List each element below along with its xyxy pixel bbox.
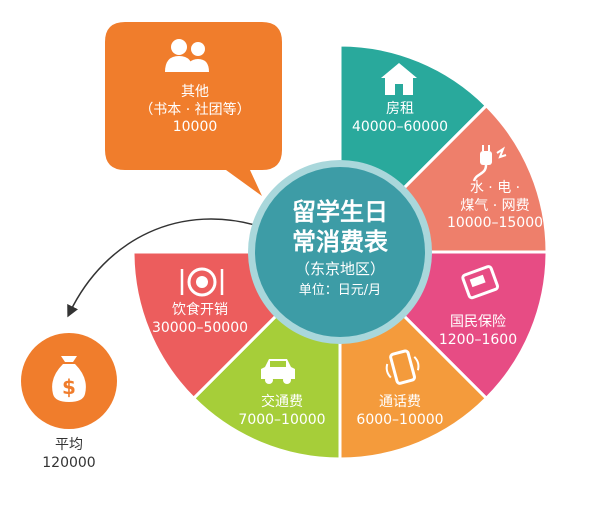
phone-icon (385, 349, 420, 385)
transport-name: 交通费 (261, 394, 303, 410)
insurance-label: 国民保险 1200–1600 (418, 314, 538, 349)
people-icon (165, 39, 209, 72)
center-region: （东京地区） (294, 260, 385, 278)
other-name: 其他 (181, 84, 209, 100)
insurance-amount: 1200–1600 (438, 331, 518, 348)
center-circle (255, 167, 425, 337)
utilities-label: 水 · 电 · 煤气 · 网费 10000–15000 (425, 180, 565, 233)
phone-label: 通话费 6000–10000 (340, 394, 460, 429)
insurance-name: 国民保险 (450, 314, 506, 330)
house-icon (381, 63, 417, 95)
insurance-card-icon (461, 265, 500, 300)
other-bubble (105, 22, 282, 196)
phone-amount: 6000–10000 (356, 411, 444, 428)
other-label: 其他 （书本 · 社团等） 10000 (115, 84, 275, 137)
dining-icon (180, 267, 224, 297)
arrow-to-average (67, 218, 266, 318)
center-title-line1: 留学生日 (292, 198, 388, 226)
average-amount: 120000 (42, 454, 96, 471)
transport-amount: 7000–10000 (238, 411, 326, 428)
utilities-name-line1: 水 · 电 · (469, 180, 521, 196)
utilities-name-line2: 煤气 · 网费 (460, 197, 530, 214)
rent-label: 房租 40000–60000 (335, 101, 465, 136)
average-name: 平均 (55, 437, 83, 453)
center-title: 留学生日 常消费表 （东京地区） 单位：日元/月 (255, 197, 425, 301)
utilities-amount: 10000–15000 (446, 215, 544, 231)
food-name: 饮食开销 (172, 302, 228, 318)
food-label: 饮食开销 30000–50000 (140, 302, 260, 337)
other-detail: （书本 · 社团等） (139, 101, 251, 118)
food-amount: 30000–50000 (151, 319, 249, 336)
money-bag-icon: $ (52, 356, 86, 402)
transport-label: 交通费 7000–10000 (222, 394, 342, 429)
phone-name: 通话费 (379, 394, 421, 410)
rent-name: 房租 (386, 101, 414, 117)
plug-icon (472, 145, 507, 182)
car-icon (261, 359, 295, 384)
rent-amount: 40000–60000 (351, 118, 449, 135)
center-unit: 单位：日元/月 (298, 283, 382, 298)
average-label: 平均 120000 (19, 437, 119, 472)
center-title-line2: 常消费表 (292, 228, 388, 256)
other-amount: 10000 (172, 119, 218, 135)
svg-text:$: $ (62, 375, 76, 399)
